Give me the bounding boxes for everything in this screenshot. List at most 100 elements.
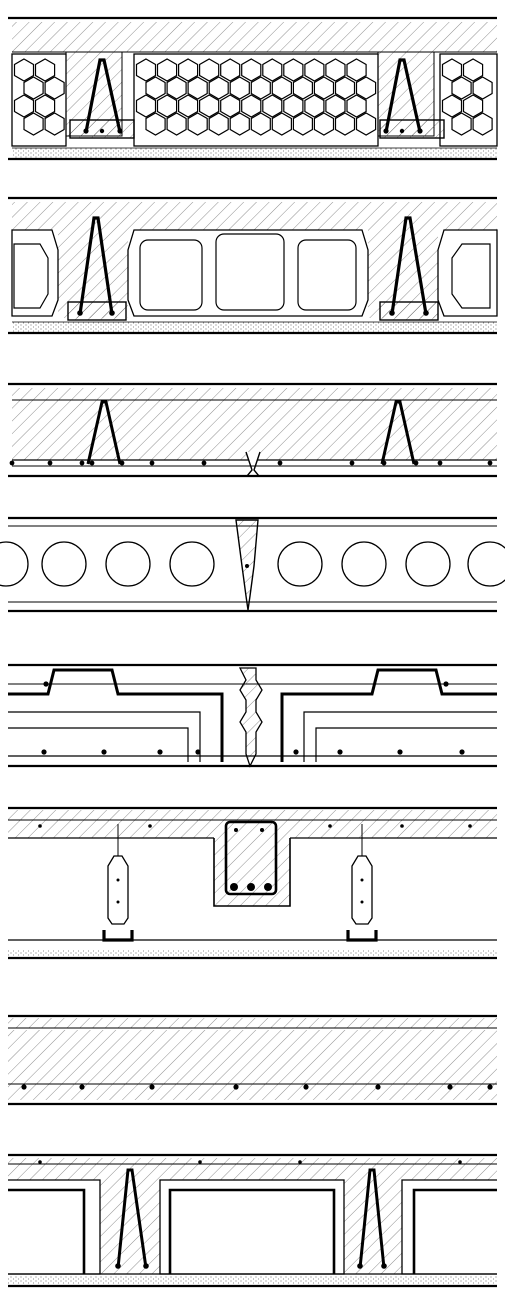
rib-right (344, 1180, 402, 1274)
precast-joist-right (379, 301, 439, 321)
rebar (79, 1084, 85, 1090)
hex-cell (271, 112, 292, 136)
core (169, 541, 215, 587)
beam-stirrup (224, 820, 278, 896)
hex-cell (346, 58, 367, 82)
hex-cell (472, 112, 493, 136)
hex-cell (187, 112, 208, 136)
rebar (201, 460, 207, 466)
rebar (21, 1084, 27, 1090)
hex-cell (178, 58, 199, 82)
hex-cell (135, 58, 157, 82)
hex-cell (271, 76, 292, 100)
rebar (487, 460, 493, 466)
ceiling-channel (102, 930, 134, 942)
hex-cell (199, 94, 220, 118)
rebar (303, 1084, 309, 1090)
hex-cell (304, 58, 325, 82)
void-inner-lines (8, 1188, 497, 1274)
core (105, 541, 151, 587)
hex-cell (283, 94, 304, 118)
detail-3-plank-floor (8, 382, 497, 478)
hex-cell (355, 112, 377, 136)
detail-6-composite-beam (8, 806, 497, 960)
lattice-girder-left (116, 1168, 148, 1269)
slab-bars (38, 824, 472, 828)
detail-2-rect-block-floor (8, 196, 498, 335)
core (41, 541, 87, 587)
rebar (149, 460, 155, 466)
hex-cell (23, 112, 44, 136)
plaster-layer (12, 148, 497, 158)
rebar (9, 460, 15, 466)
hex-cell (472, 76, 493, 100)
plank-joint (245, 451, 261, 477)
core (341, 541, 387, 587)
detail-4-hollow-core-slab (0, 516, 505, 613)
beam-bars (230, 828, 272, 891)
hollow-block-outlines (11, 229, 498, 317)
hex-cell (304, 94, 325, 118)
hex-cell (145, 112, 166, 136)
hex-cell (441, 58, 463, 82)
hanger-hole (360, 900, 364, 904)
hex-cell (23, 76, 44, 100)
lattice-girder-right (390, 216, 428, 315)
plank-rebars (9, 460, 497, 467)
precast-joist-left (67, 301, 127, 321)
hex-cell (346, 94, 367, 118)
concrete-slab (8, 1030, 497, 1100)
ribbed-unit-right (280, 668, 497, 762)
hollow-block (11, 53, 67, 147)
hex-cell (156, 94, 178, 118)
hanger (346, 824, 378, 942)
hex-cell (313, 76, 335, 100)
hex-cell (156, 58, 178, 82)
hex-cell (34, 94, 56, 118)
slab-bottom-bars (21, 1084, 493, 1090)
joist-rebars (77, 310, 429, 316)
lattice-girder-left (84, 58, 122, 133)
concrete-slab (12, 388, 497, 460)
rebar (487, 1084, 493, 1090)
unit-rebars (41, 681, 465, 755)
hex-cell (44, 76, 65, 100)
hex-cell (44, 112, 65, 136)
hex-cell (250, 76, 271, 100)
topping-concrete (8, 1158, 497, 1180)
topping-concrete (12, 22, 497, 52)
rebar (349, 460, 355, 466)
rebar (233, 1084, 239, 1090)
lattice-girder-right (380, 400, 416, 465)
rebar (413, 460, 419, 466)
hex-cell (462, 58, 484, 82)
lattice-girder-left (78, 216, 114, 315)
core (405, 541, 451, 587)
hex-cell (166, 112, 187, 136)
hanger (102, 824, 134, 942)
hex-cell (325, 94, 346, 118)
key-joint (238, 667, 263, 768)
rebar (375, 1084, 381, 1090)
rib-rebars (38, 1160, 462, 1269)
lattice-girder-left (86, 400, 122, 465)
lattice-girder-right (358, 1168, 386, 1269)
topping-concrete (12, 202, 497, 230)
hanger-hole (116, 900, 120, 904)
hex-cell (334, 112, 356, 136)
hex-cell (292, 76, 313, 100)
detail-5-ribbed-units (8, 663, 497, 768)
void-formers (8, 1179, 497, 1275)
hex-cell (135, 94, 157, 118)
hanger-hole (116, 878, 120, 882)
detail-7-solid-slab (8, 1014, 497, 1106)
rebar (381, 460, 387, 466)
ceiling-channel (346, 930, 378, 942)
hex-cell (262, 58, 283, 82)
rebar (119, 460, 125, 466)
detail-1-hex-block-floor (8, 16, 498, 161)
hex-cell (462, 94, 484, 118)
hex-cell (208, 112, 229, 136)
hex-cell (199, 58, 220, 82)
